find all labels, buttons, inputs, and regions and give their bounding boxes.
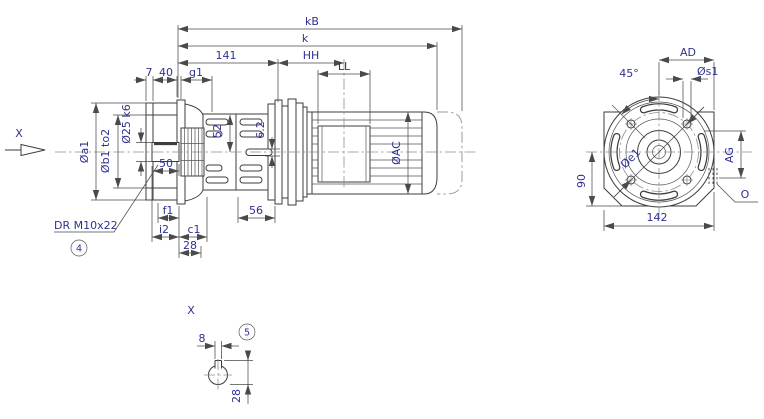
dim-8-label: 8	[199, 332, 206, 345]
dim-6p2-label: 6.2	[254, 121, 267, 139]
dim-7-label: 7	[146, 66, 153, 79]
front-view: AD 45° Øs1 Øe1 AG 90 142 O	[575, 46, 758, 231]
dim-45deg-label: 45°	[619, 67, 639, 80]
dim-shaft-dia-label: Ø25 k6	[120, 104, 133, 144]
dim-52-label: 52	[211, 124, 224, 138]
detail-title: X	[187, 304, 195, 317]
shaft-end-section	[204, 359, 232, 392]
dim-ag-label: AG	[723, 147, 736, 163]
view-x-arrow-icon: X	[5, 127, 46, 157]
detail-view-x: X 5 8	[187, 304, 256, 404]
dim-i2-label: i2	[159, 223, 169, 236]
dim-90-label: 90	[575, 174, 588, 188]
callout-4-number: 4	[76, 244, 82, 255]
dim-c1-label: c1	[187, 223, 200, 236]
side-view-geometry	[55, 59, 478, 206]
dim-56-label: 56	[249, 204, 263, 217]
oil-plug-label: O	[741, 188, 750, 201]
dim-28-side-label: 28	[183, 239, 197, 252]
detail-dimensions: 8 28	[197, 332, 253, 404]
drill-note: DR M10x22 4	[54, 164, 159, 257]
dim-g1-label: g1	[189, 66, 203, 79]
view-x-label: X	[15, 127, 23, 140]
drill-note-label: DR M10x22	[54, 219, 118, 232]
dim-a1-label: Øa1	[78, 141, 91, 163]
dim-ac-label: ØAC	[390, 141, 403, 165]
dim-hh-label: HH	[303, 49, 320, 62]
terminal-box	[317, 125, 371, 183]
side-view-dimensions: kB k 141 HH LL 7 40 g1 52 6.2 ØAC Øa1 Øb…	[78, 15, 463, 258]
dim-s1-label: Øs1	[697, 65, 718, 78]
dim-ll-label: LL	[338, 60, 351, 73]
output-shaft	[151, 142, 180, 162]
callout-5-number: 5	[244, 328, 250, 339]
phantom-motor-extension	[437, 111, 463, 195]
callout-4-badge: 4	[70, 239, 88, 257]
dim-28-detail-label: 28	[230, 389, 243, 403]
dim-50-label: 50	[159, 157, 173, 170]
dim-b1-label: Øb1 to2	[99, 129, 112, 173]
dim-ad-label: AD	[680, 46, 696, 59]
dim-f1-label: f1	[163, 204, 174, 217]
callout-5-badge: 5	[238, 323, 256, 341]
dim-40-label: 40	[159, 66, 173, 79]
dim-k-label: k	[302, 32, 309, 45]
side-view: kB k 141 HH LL 7 40 g1 52 6.2 ØAC Øa1 Øb…	[5, 15, 478, 258]
dim-142-label: 142	[647, 211, 668, 224]
dim-kb-label: kB	[305, 15, 319, 28]
dim-141-label: 141	[216, 49, 237, 62]
